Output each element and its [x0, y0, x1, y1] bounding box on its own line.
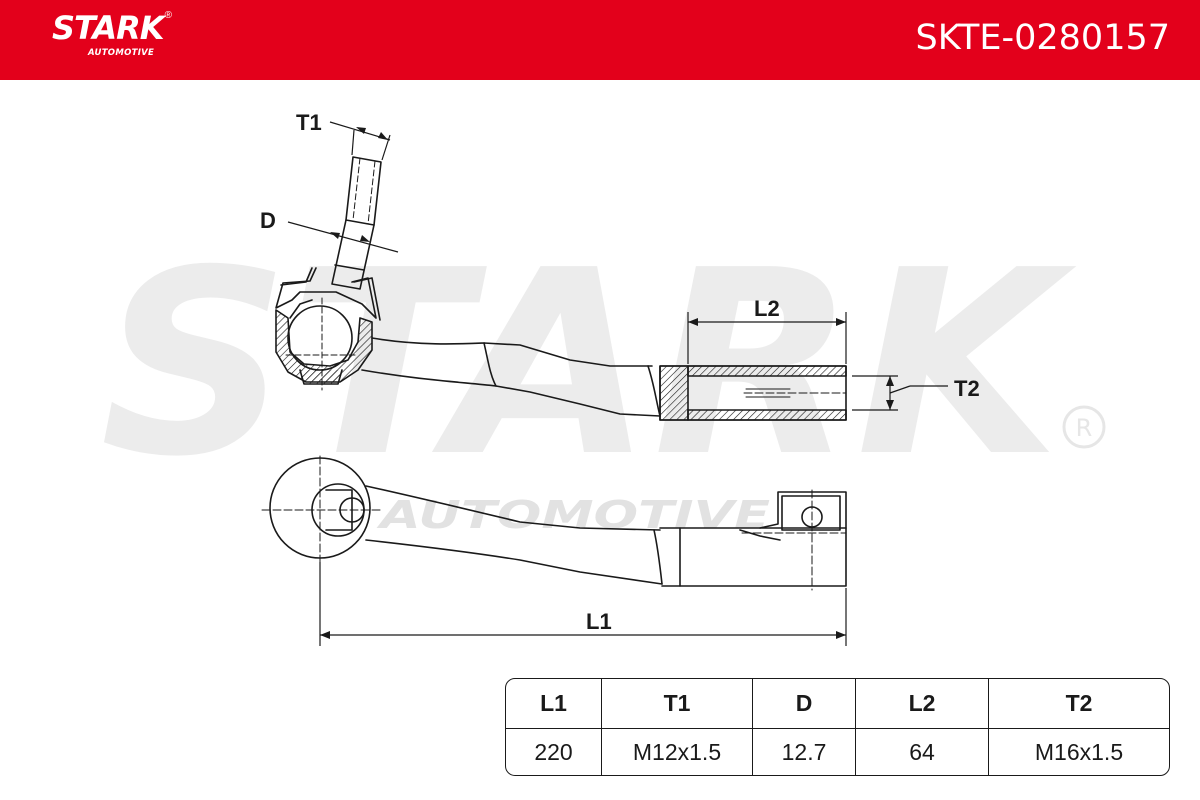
spec-header-l2: L2 [855, 679, 989, 729]
watermark-registered-letter: R [1076, 414, 1093, 442]
label-d: D [260, 208, 276, 233]
technical-drawing: STARK R AUTOMOTIVE [100, 110, 1106, 646]
spec-header-t1: T1 [601, 679, 753, 729]
dimension-d [287, 221, 399, 253]
spec-table: L1 T1 D L2 T2 220 M12x1.5 12.7 64 M16x1.… [505, 678, 1170, 776]
label-l1: L1 [586, 609, 612, 634]
tie-rod-top-view [261, 455, 847, 591]
spec-header-d: D [752, 679, 856, 729]
watermark-registered-icon [1062, 405, 1106, 449]
spec-value-l2: 64 [855, 728, 989, 775]
watermark-text: STARK [100, 216, 1077, 513]
spec-header-row: L1 T1 D L2 T2 [506, 679, 1169, 729]
spec-header-t2: T2 [988, 679, 1169, 729]
spec-header-l1: L1 [506, 679, 602, 729]
logo-sub-text: AUTOMOTIVE [88, 48, 155, 58]
spec-value-t1: M12x1.5 [601, 728, 753, 775]
label-t1: T1 [296, 110, 322, 135]
header-bar: STARK® AUTOMOTIVE SKTE-0280157 [0, 0, 1200, 80]
dimension-l2 [687, 312, 847, 364]
logo-brand-text: STARK [52, 9, 165, 47]
part-number: SKTE-0280157 [915, 18, 1170, 58]
spec-value-l1: 220 [506, 728, 602, 775]
spec-value-row: 220 M12x1.5 12.7 64 M16x1.5 [506, 728, 1169, 775]
label-t2: T2 [954, 376, 980, 401]
registered-mark-icon: ® [164, 10, 172, 21]
tie-rod-side-view [275, 156, 847, 421]
dimension-t1 [329, 121, 391, 161]
stark-logo: STARK® AUTOMOTIVE [52, 9, 172, 58]
spec-value-d: 12.7 [752, 728, 856, 775]
watermark-sub-text: AUTOMOTIVE [376, 493, 770, 537]
dimension-t2 [852, 375, 948, 411]
spec-value-t2: M16x1.5 [988, 728, 1169, 775]
dimension-l1 [319, 562, 847, 646]
label-l2: L2 [754, 296, 780, 321]
